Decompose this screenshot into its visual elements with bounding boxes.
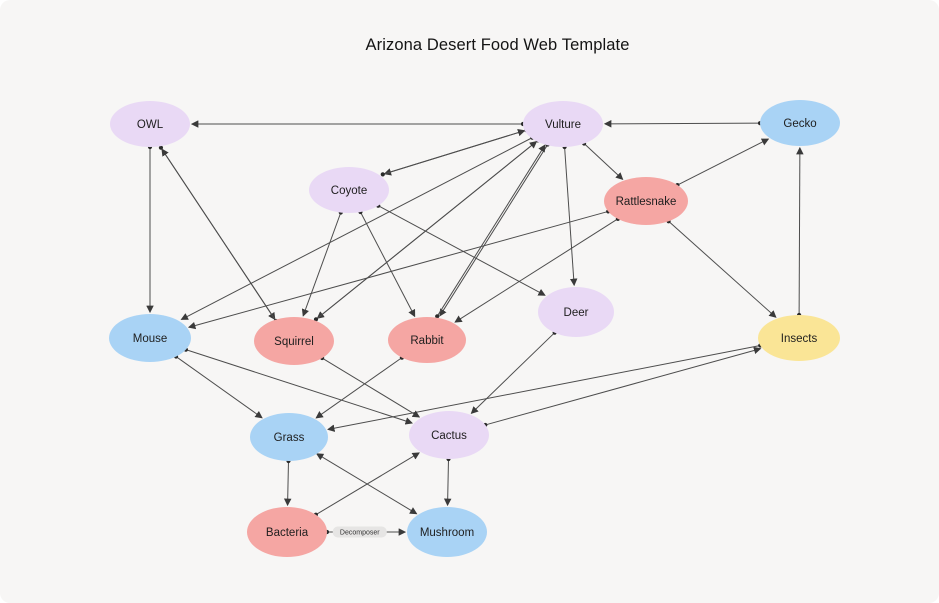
edge-insects-gecko[interactable] [796,146,804,318]
node-ellipse-coyote[interactable] [309,167,389,213]
edge-vulture-deer[interactable] [562,144,578,287]
node-ellipse-insects[interactable] [758,315,840,361]
node-label-insects: Insects [781,333,818,345]
edge-source-dot [435,314,440,319]
edge-coyote-squirrel[interactable] [301,210,343,317]
edge-rabbit-grass[interactable] [315,355,405,419]
edge-source-dot [380,172,385,177]
edge-deer-cactus[interactable] [470,330,557,414]
edge-rattlesnake-gecko[interactable] [675,138,770,188]
edge-mouse-grass[interactable] [173,354,263,419]
node-squirrel[interactable]: Squirrel [254,317,334,365]
node-mushroom[interactable]: Mushroom [407,507,487,557]
node-ellipse-gecko[interactable] [760,100,840,146]
edge-coyote-vulture[interactable] [380,128,526,177]
node-rabbit[interactable]: Rabbit [388,317,466,363]
edge-rattlesnake-insects[interactable] [666,219,777,318]
node-cactus[interactable]: Cactus [409,411,489,459]
node-layer: OWL Vulture GeckoCoyoteRattlesnakeDeerMous… [109,100,840,557]
node-deer[interactable]: Deer [538,287,614,337]
edge-vulture-rattlesnake[interactable] [581,141,624,180]
edge-cactus-insects[interactable] [483,346,762,428]
edge-grass-bacteria[interactable] [283,458,292,507]
node-owl[interactable]: OWL [110,101,190,147]
node-ellipse-rabbit[interactable] [388,317,466,363]
node-label-mouse: Mouse [133,333,168,345]
node-ellipse-owl[interactable] [110,101,190,147]
node-ellipse-squirrel[interactable] [254,317,334,365]
node-label-grass: Grass [274,432,305,444]
edge-gecko-vulture[interactable] [603,120,763,128]
node-ellipse-grass[interactable] [250,413,328,461]
edge-squirrel-vulture[interactable] [313,140,538,322]
node-ellipse-vulture[interactable] [523,101,603,147]
edge-bacteria-mushroom[interactable]: Decomposer [324,526,407,538]
edge-vulture-rabbit[interactable] [439,142,550,317]
node-bacteria[interactable]: Bacteria [247,507,327,557]
node-label-coyote: Coyote [331,185,367,197]
node-coyote[interactable]: Coyote [309,167,389,213]
edge-label: Decomposer [340,530,380,537]
node-mouse[interactable]: Mouse [109,314,191,362]
node-vulture[interactable]: Vulture [523,101,603,147]
node-ellipse-mushroom[interactable] [407,507,487,557]
edge-squirrel-cactus[interactable] [320,355,421,418]
node-label-gecko: Gecko [783,118,816,130]
node-label-vulture: Vulture [545,119,581,131]
node-grass[interactable]: Grass [250,413,328,461]
node-ellipse-bacteria[interactable] [247,507,327,557]
edge-squirrel-owl[interactable] [161,148,278,324]
node-label-owl: OWL [137,119,164,131]
edge-cactus-mushroom[interactable] [443,456,452,507]
node-gecko[interactable]: Gecko [760,100,840,146]
node-label-cactus: Cactus [431,430,467,442]
edge-owl-mouse[interactable] [146,144,154,314]
node-rattlesnake[interactable]: Rattlesnake [604,177,688,225]
edge-bacteria-cactus[interactable] [313,452,420,517]
diagram-title: Arizona Desert Food Web Template [365,36,630,54]
edge-grass-mushroom[interactable] [315,453,418,515]
node-label-rabbit: Rabbit [410,335,444,347]
node-label-squirrel: Squirrel [274,336,314,348]
edge-rabbit-vulture[interactable] [435,144,546,319]
node-label-bacteria: Bacteria [266,527,309,539]
edge-layer: Decomposer [146,120,804,538]
node-insects[interactable]: Insects [758,315,840,361]
node-label-mushroom: Mushroom [420,527,474,539]
node-ellipse-cactus[interactable] [409,411,489,459]
edge-label-bg [332,526,387,538]
edge-vulture-owl[interactable] [190,120,526,128]
node-ellipse-rattlesnake[interactable] [604,177,688,225]
node-ellipse-deer[interactable] [538,287,614,337]
node-label-rattlesnake: Rattlesnake [616,196,677,208]
edge-vulture-mouse[interactable] [180,135,535,320]
edge-source-dot [313,317,319,322]
edge-coyote-rabbit[interactable] [358,209,416,318]
node-label-deer: Deer [564,307,589,319]
node-ellipse-mouse[interactable] [109,314,191,362]
